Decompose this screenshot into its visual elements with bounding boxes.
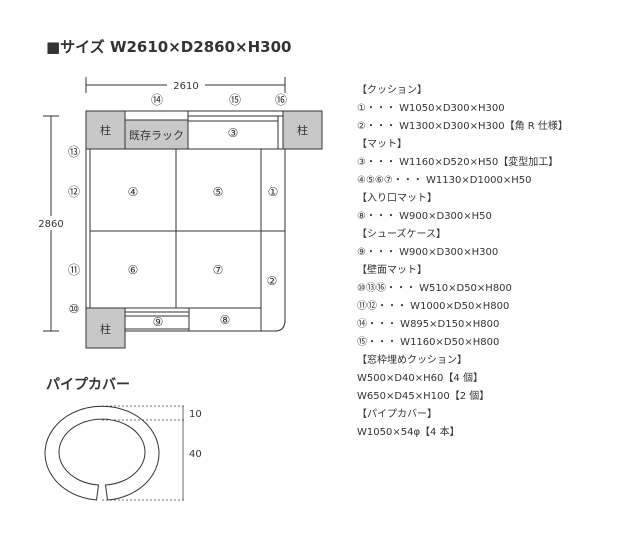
mat-6: [89, 230, 177, 309]
mat-4-label: ④: [128, 185, 139, 199]
spec-line: 【入り口マット】: [357, 193, 437, 204]
pipe-dim-main: 40: [189, 449, 202, 460]
mat-6-label: ⑥: [128, 263, 139, 277]
spec-line: ③・・・ W1160×D520×H50【変型加工】: [357, 157, 559, 168]
spec-line: ⑭・・・ W895×D150×H800: [357, 319, 500, 330]
wall-11-label: ⑪: [68, 263, 80, 277]
spec-line: 【パイプカバー】: [357, 409, 437, 420]
wall-13-label: ⑬: [68, 145, 80, 159]
wall-14-label: ⑭: [151, 93, 163, 107]
spec-line: 【クッション】: [357, 85, 427, 96]
pillar-top-right: [282, 110, 323, 150]
spec-line: ⑪⑫・・・ W1000×D50×H800: [357, 301, 510, 312]
wall-10-label: ⑩: [69, 302, 80, 316]
cushion-2: [260, 230, 286, 332]
spec-line: ⑨・・・ W900×D300×H300: [357, 247, 499, 258]
piece-3-label: ③: [228, 126, 239, 140]
cushion-1-right-label: ①: [268, 185, 279, 199]
spec-line: ⑩⑬⑯・・・ W510×D50×H800: [357, 283, 512, 294]
pillar-top-right-label: 柱: [297, 123, 308, 137]
spec-line: ⑮・・・ W1160×D50×H800: [357, 337, 500, 348]
spec-line: 【窓枠埋めクッション】: [357, 355, 467, 366]
spec-line: ②・・・ W1300×D300×H300【角 R 仕様】: [357, 121, 568, 132]
pipe-cover-title: パイプカバー: [46, 377, 130, 393]
spec-line: ⑧・・・ W900×D300×H50: [357, 211, 492, 222]
pillar-bottom-left-label: 柱: [100, 322, 111, 336]
cushion-1-right: [260, 148, 286, 232]
entrance-mat-8-label: ⑧: [220, 313, 231, 327]
width-label: 2610: [173, 81, 198, 92]
pipe-cover-ring: [44, 405, 160, 501]
spec-line: W500×D40×H60【4 個】: [357, 373, 483, 384]
existing-rack: [124, 119, 189, 150]
spec-line: 【壁面マット】: [357, 265, 427, 276]
pillar-bottom-left: [85, 307, 126, 349]
spec-line: ④⑤⑥⑦・・・ W1130×D1000×H50: [357, 175, 532, 186]
spec-list: 【クッション】 ①・・・ W1050×D300×H300 ②・・・ W1300×…: [357, 82, 568, 442]
spec-line: 【マット】: [357, 139, 407, 150]
mat-7-label: ⑦: [213, 263, 224, 277]
wall-16-label: ⑯: [275, 93, 287, 107]
pipe-cover-diagram: 10 40: [44, 405, 202, 501]
spec-line: W650×D45×H100【2 個】: [357, 391, 490, 402]
cushion-2-label: ②: [267, 274, 278, 288]
wall-15-label: ⑮: [229, 93, 241, 107]
size-title: ■サイズ W2610×D2860×H300: [46, 38, 292, 56]
pipe-dim-top: 10: [189, 409, 202, 420]
spec-line: ①・・・ W1050×D300×H300: [357, 103, 505, 114]
wall-12-label: ⑫: [68, 185, 80, 199]
spec-line: 【シューズケース】: [357, 229, 446, 240]
depth-label: 2860: [38, 219, 63, 230]
spec-line: W1050×54φ【4 本】: [357, 427, 460, 438]
shoe-case-9-label: ⑨: [153, 315, 164, 329]
mat-5-label: ⑤: [213, 185, 224, 199]
entrance-mat-8: [188, 307, 262, 332]
pillar-top-left-label: 柱: [100, 123, 111, 137]
existing-rack-label: 既存ラック: [129, 128, 184, 142]
mat-5: [175, 148, 262, 232]
